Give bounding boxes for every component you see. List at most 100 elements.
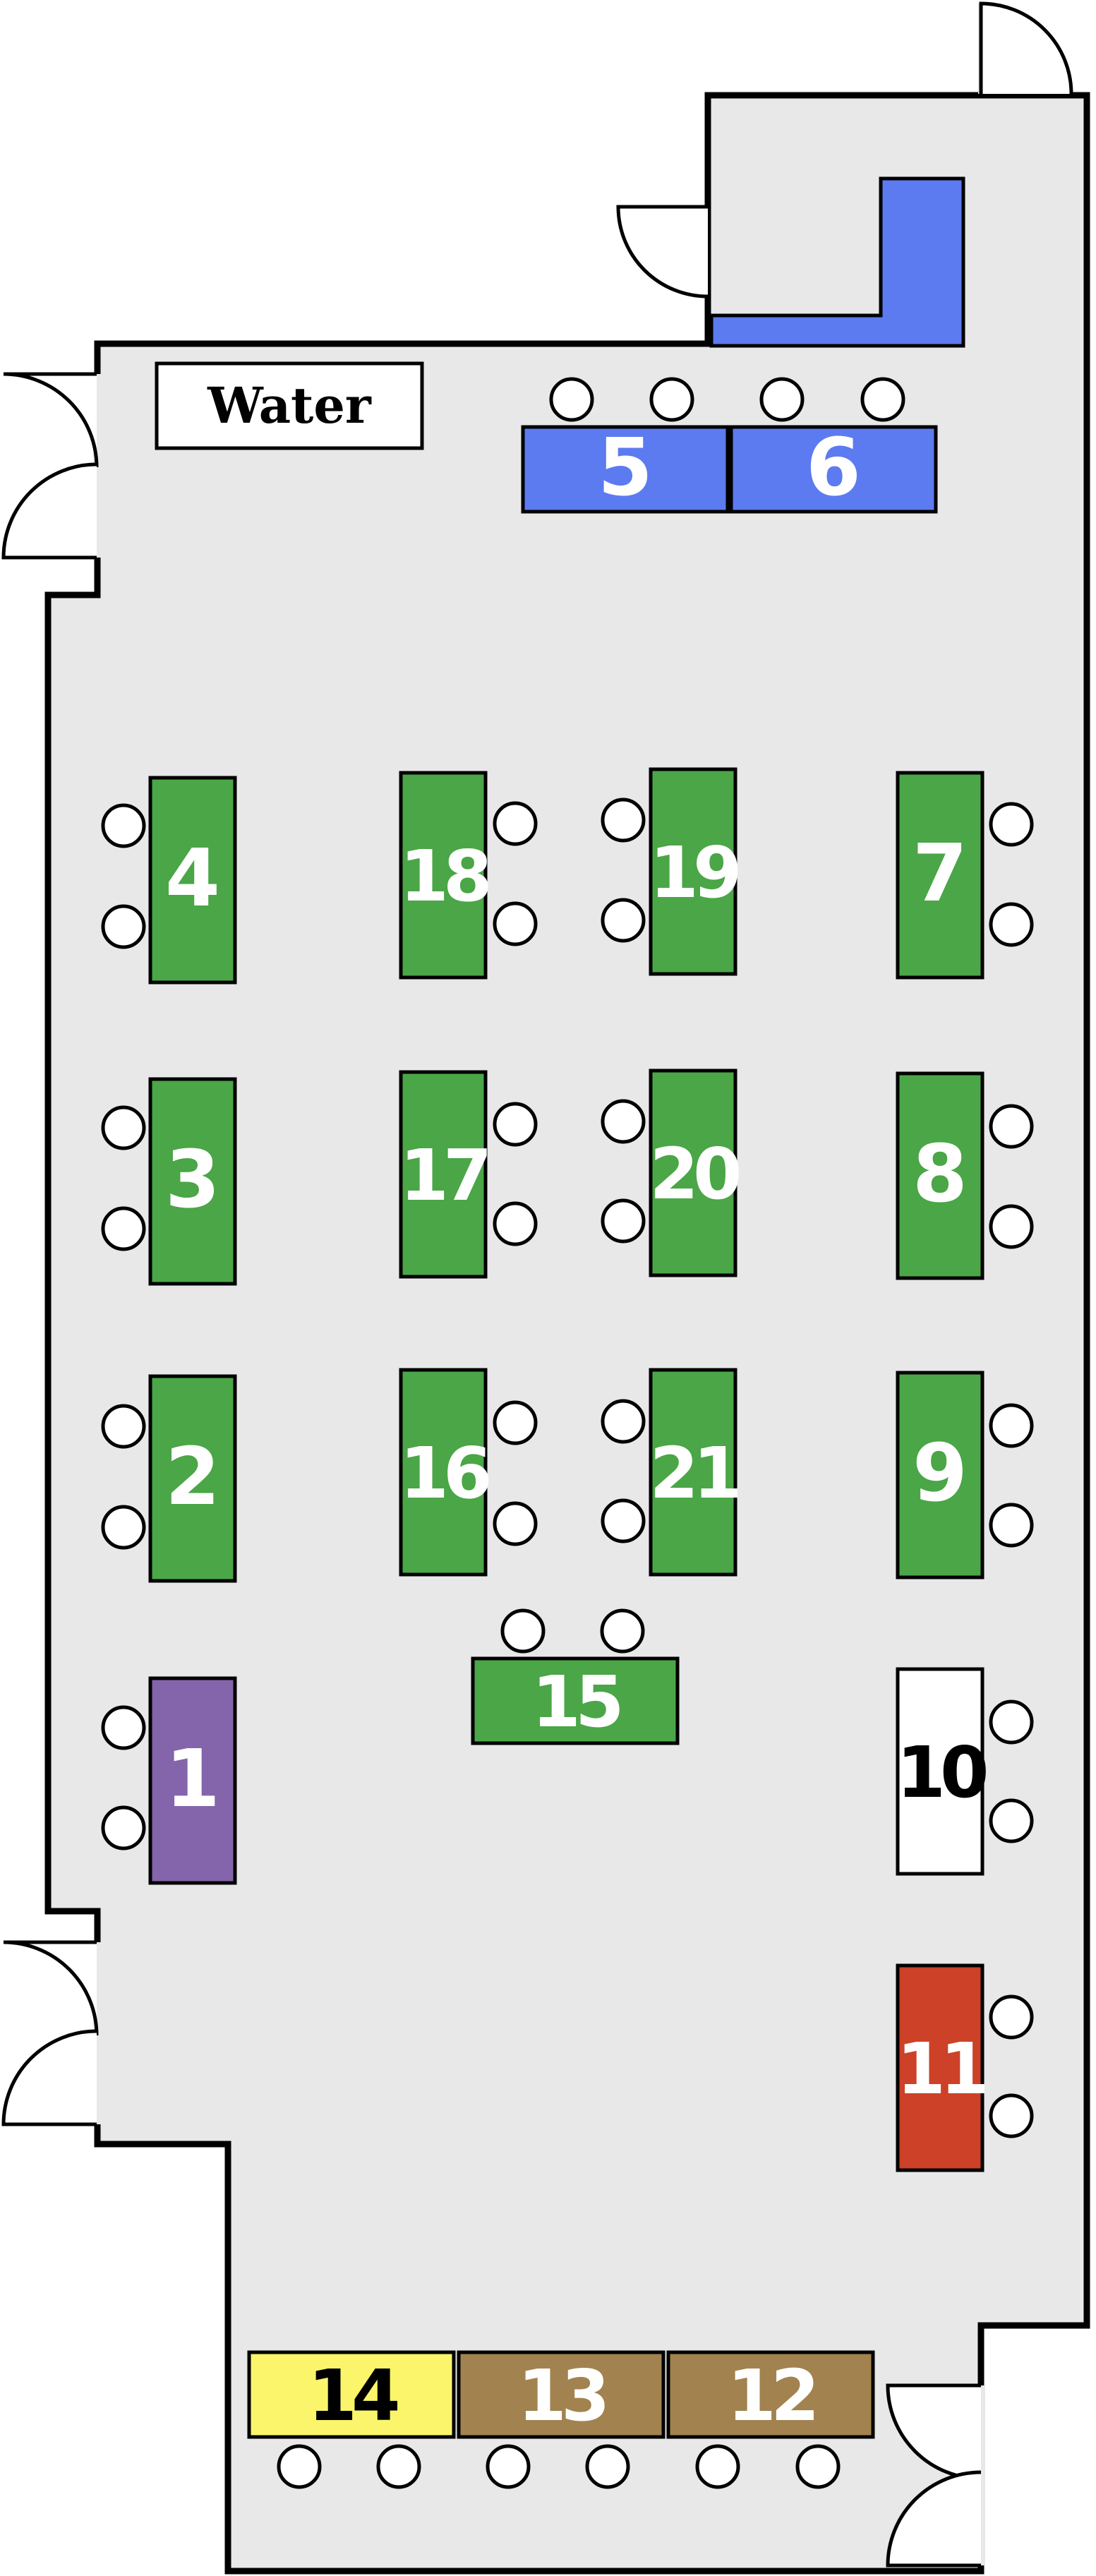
blue-counter: [709, 176, 965, 348]
table-21[interactable]: 21: [601, 1368, 743, 1577]
table-15-chair-1[interactable]: [500, 1608, 546, 1654]
table-16-top[interactable]: [399, 1368, 488, 1577]
table-5-top[interactable]: [521, 425, 730, 514]
table-2-chair-2[interactable]: [101, 1505, 146, 1550]
table-3-chair-1[interactable]: [101, 1105, 146, 1150]
table-4[interactable]: 4: [101, 776, 237, 985]
table-15-top[interactable]: [471, 1656, 680, 1745]
door-left-top[interactable]: [1, 372, 102, 560]
table-2-chair-1[interactable]: [101, 1404, 146, 1449]
table-21-number: 21: [649, 1432, 737, 1515]
table-16[interactable]: 16: [399, 1368, 538, 1577]
table-13-chair-2[interactable]: [585, 2444, 630, 2489]
water-label: Water: [207, 376, 372, 435]
table-21-chair-2[interactable]: [601, 1498, 646, 1543]
table-8-chair-2[interactable]: [989, 1204, 1034, 1249]
table-8-chair-1[interactable]: [989, 1104, 1034, 1149]
table-21-top[interactable]: [649, 1368, 737, 1577]
table-16-chair-2[interactable]: [493, 1501, 538, 1546]
table-1-top[interactable]: [148, 1676, 237, 1885]
table-9-top[interactable]: [896, 1371, 984, 1579]
table-18-chair-1[interactable]: [493, 801, 538, 846]
table-20-chair-2[interactable]: [601, 1198, 646, 1244]
table-14-chair-2[interactable]: [376, 2444, 421, 2489]
table-18-top[interactable]: [399, 771, 488, 980]
table-7-chair-1[interactable]: [989, 802, 1034, 847]
table-9-chair-2[interactable]: [989, 1503, 1034, 1548]
table-12-chair-1[interactable]: [695, 2444, 740, 2489]
table-3-chair-2[interactable]: [101, 1206, 146, 1251]
table-17[interactable]: 17: [399, 1070, 538, 1279]
table-13-top[interactable]: [457, 2350, 666, 2439]
table-19[interactable]: 19: [601, 767, 744, 976]
table-15[interactable]: 15: [471, 1608, 680, 1745]
table-9[interactable]: 9: [896, 1371, 1034, 1579]
table-2-top[interactable]: [148, 1374, 237, 1583]
table-20-chair-1[interactable]: [601, 1099, 646, 1144]
table-14-top[interactable]: [247, 2350, 456, 2439]
table-18[interactable]: 18: [399, 771, 538, 980]
table-17-top[interactable]: [399, 1070, 488, 1279]
table-5[interactable]: 5: [521, 377, 730, 514]
table-7-chair-2[interactable]: [989, 902, 1034, 947]
table-4-top[interactable]: [148, 776, 237, 985]
table-18-chair-2[interactable]: [493, 901, 538, 946]
table-18-number: 18: [399, 835, 488, 917]
table-11[interactable]: 11: [896, 1963, 1034, 2172]
table-5-chair-1[interactable]: [549, 377, 594, 422]
table-3[interactable]: 3: [101, 1077, 237, 1286]
table-19-top[interactable]: [649, 767, 737, 976]
table-12-top[interactable]: [666, 2350, 875, 2439]
table-9-chair-1[interactable]: [989, 1403, 1034, 1448]
table-5-number: 5: [598, 422, 653, 514]
table-8[interactable]: 8: [896, 1071, 1034, 1280]
table-13-chair-1[interactable]: [486, 2444, 531, 2489]
door-top-right[interactable]: [978, 1, 1073, 95]
table-6-chair-1[interactable]: [759, 377, 805, 422]
table-20[interactable]: 20: [601, 1069, 745, 1277]
table-13[interactable]: 13: [457, 2350, 666, 2489]
table-15-chair-2[interactable]: [600, 1608, 645, 1654]
table-7-number: 7: [913, 828, 968, 920]
table-19-chair-1[interactable]: [601, 798, 646, 843]
table-1-chair-1[interactable]: [101, 1705, 146, 1750]
table-5-chair-2[interactable]: [649, 377, 694, 422]
table-16-number: 16: [399, 1432, 489, 1515]
table-3-number: 3: [165, 1134, 220, 1226]
table-11-top[interactable]: [896, 1963, 984, 2172]
table-7-top[interactable]: [896, 771, 984, 980]
table-4-chair-2[interactable]: [101, 904, 146, 949]
table-14-number: 14: [308, 2354, 397, 2437]
table-1[interactable]: 1: [101, 1676, 237, 1885]
table-2[interactable]: 2: [101, 1374, 237, 1583]
table-7[interactable]: 7: [896, 771, 1034, 980]
table-12[interactable]: 12: [666, 2350, 875, 2489]
door-bottom-right[interactable]: [886, 2383, 985, 2568]
table-21-chair-1[interactable]: [601, 1399, 646, 1444]
table-14[interactable]: 14: [247, 2350, 456, 2489]
table-3-top[interactable]: [148, 1077, 237, 1286]
table-11-chair-2[interactable]: [989, 2093, 1034, 2138]
table-10-top[interactable]: [896, 1667, 984, 1876]
table-6-chair-2[interactable]: [860, 377, 905, 422]
table-10-chair-2[interactable]: [989, 1798, 1034, 1843]
table-20-top[interactable]: [649, 1069, 737, 1277]
table-16-chair-1[interactable]: [493, 1400, 538, 1445]
table-10-chair-1[interactable]: [989, 1699, 1034, 1745]
table-6[interactable]: 6: [729, 377, 938, 514]
table-10[interactable]: 10: [896, 1667, 1034, 1876]
table-9-number: 9: [913, 1428, 968, 1519]
table-1-chair-2[interactable]: [101, 1805, 146, 1850]
table-14-chair-1[interactable]: [277, 2444, 322, 2489]
table-8-top[interactable]: [896, 1071, 984, 1280]
table-17-chair-2[interactable]: [493, 1201, 538, 1246]
table-12-chair-2[interactable]: [795, 2444, 841, 2489]
table-4-chair-1[interactable]: [101, 803, 146, 848]
water-station: Water: [155, 361, 424, 450]
table-17-chair-1[interactable]: [493, 1102, 538, 1147]
table-6-top[interactable]: [729, 425, 938, 514]
door-left-bottom[interactable]: [1, 1940, 102, 2126]
table-19-chair-2[interactable]: [601, 898, 646, 943]
door-upper-notch[interactable]: [616, 205, 709, 299]
table-11-chair-1[interactable]: [989, 1994, 1034, 2040]
